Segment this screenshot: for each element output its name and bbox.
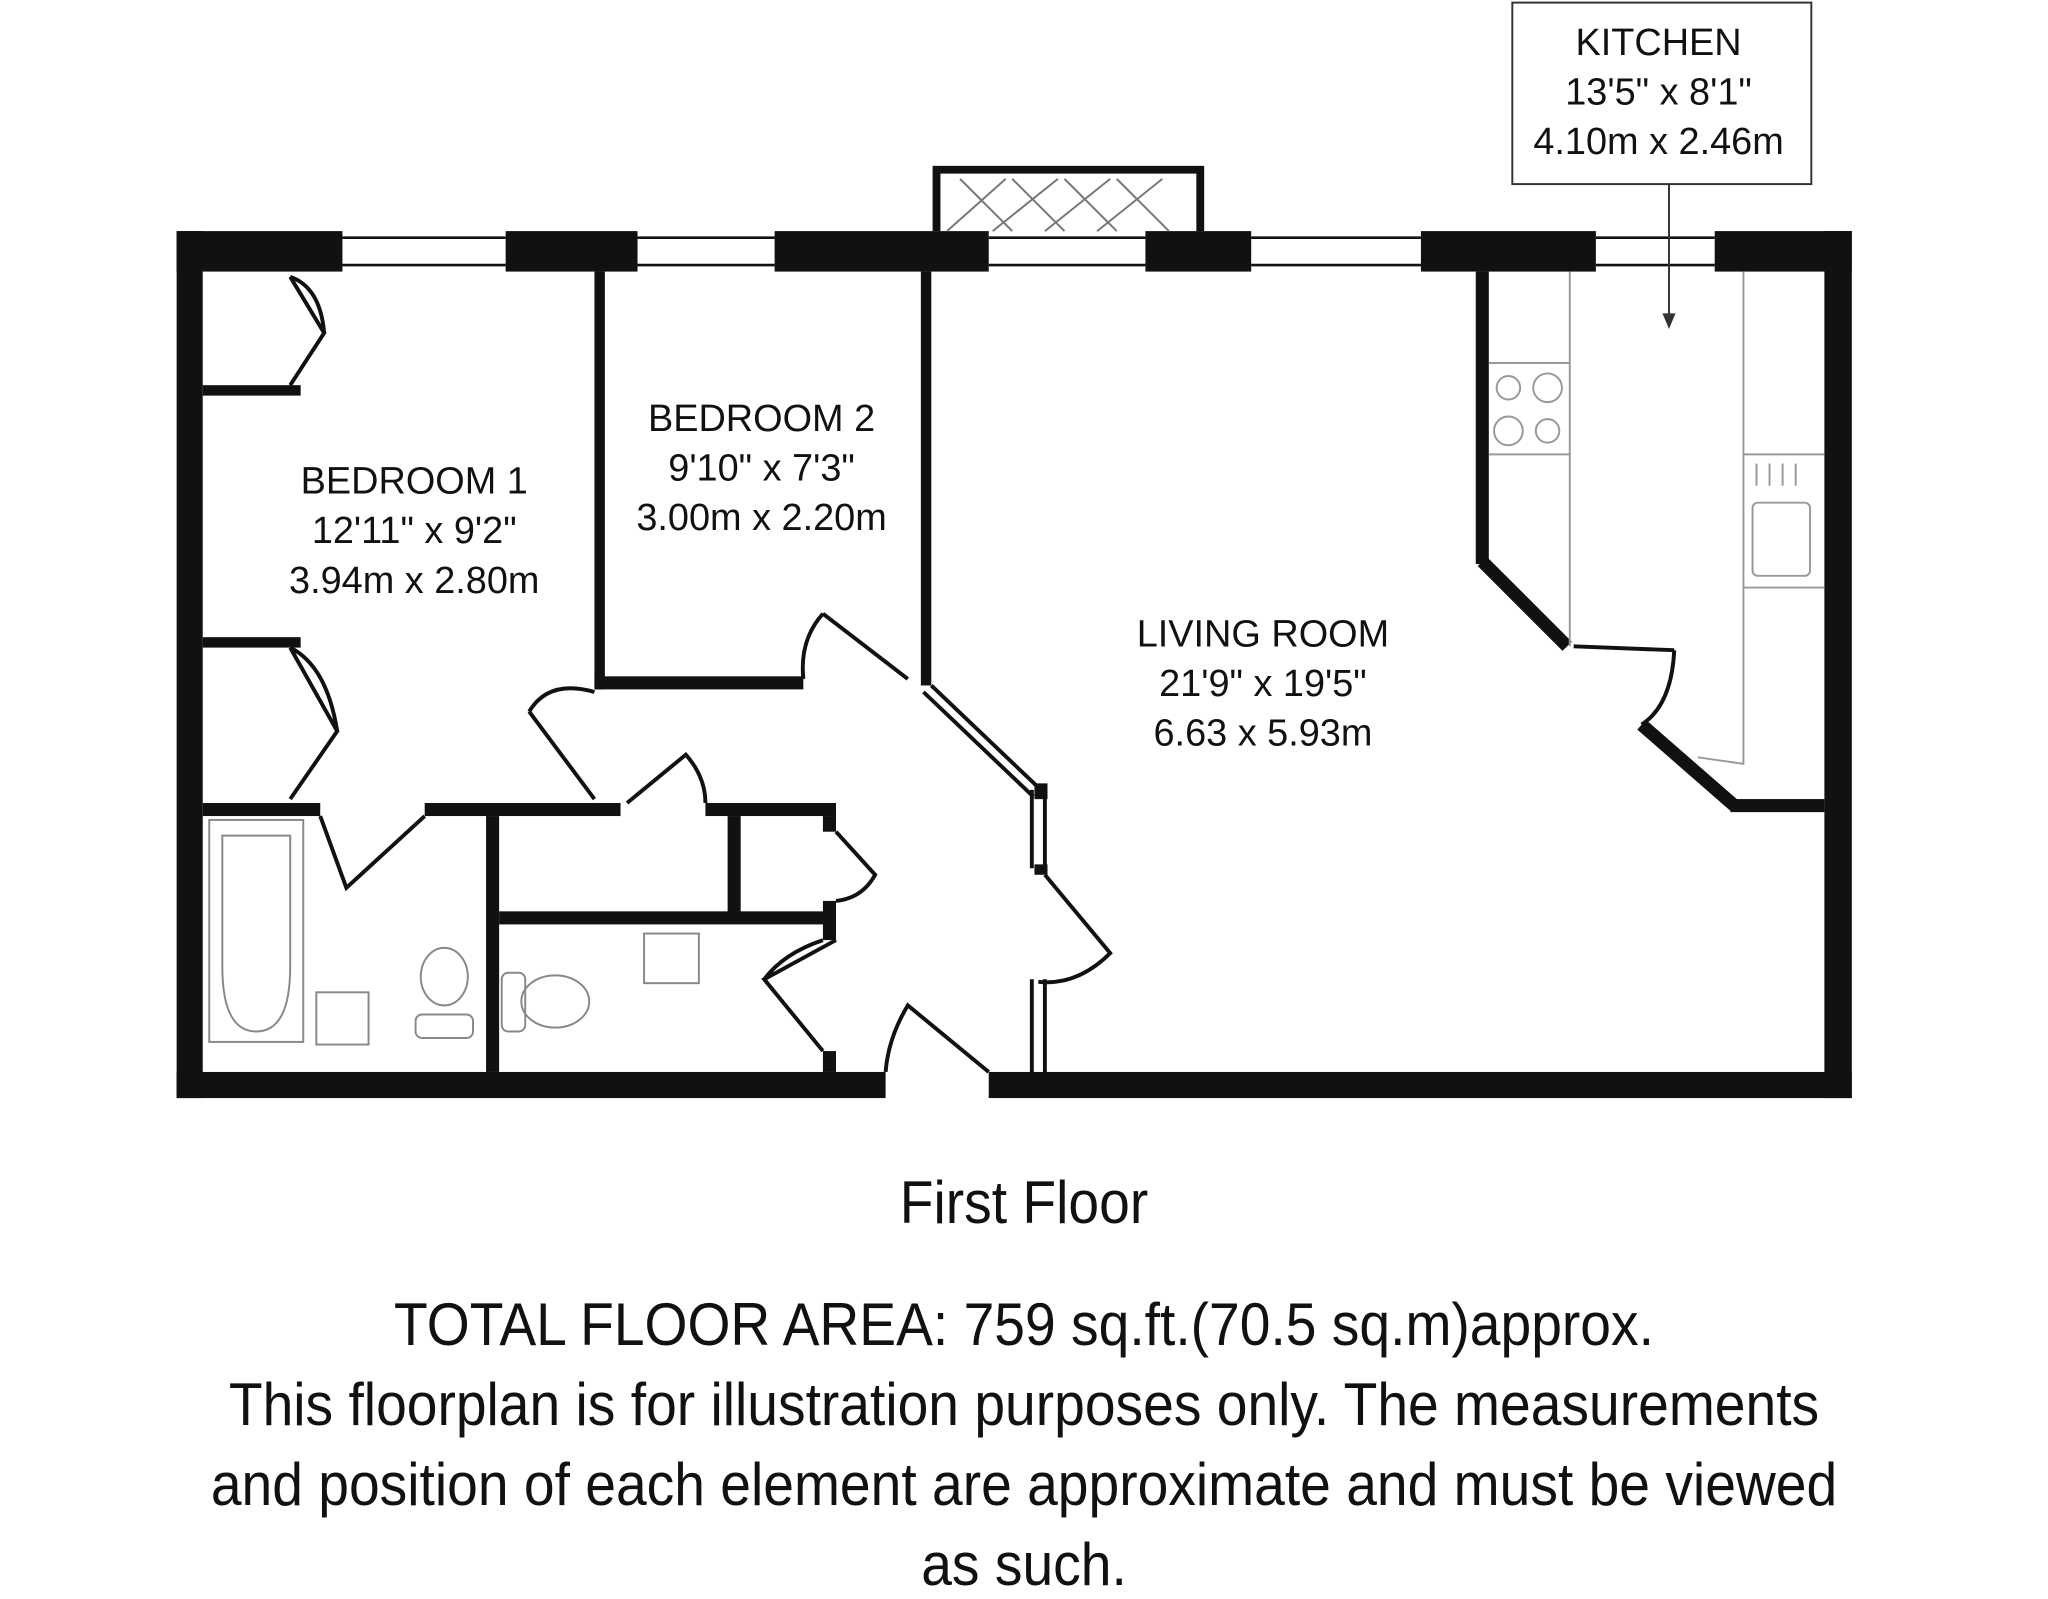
windows: [342, 236, 1715, 267]
bedroom1-metric: 3.94m x 2.80m: [289, 560, 539, 602]
kitchen-metric: 4.10m x 2.46m: [1533, 121, 1783, 163]
kitchen-units: [1488, 271, 1825, 765]
disclaimer-line: This floorplan is for illustration purpo…: [228, 1371, 1820, 1438]
living-name: LIVING ROOM: [1137, 613, 1389, 655]
bathroom-fixtures: [208, 818, 700, 1046]
kitchen-imperial: 13'5" x 8'1": [1565, 71, 1752, 113]
living-imperial: 21'9" x 19'5": [1159, 663, 1367, 705]
disclaimer-line: and position of each element are approxi…: [210, 1451, 1838, 1518]
kitchen-callout: KITCHEN 13'5" x 8'1" 4.10m x 2.46m: [1511, 1, 1813, 330]
bedroom1-imperial: 12'11" x 9'2": [312, 510, 517, 552]
bedroom2-metric: 3.00m x 2.20m: [636, 497, 886, 539]
living-metric: 6.63 x 5.93m: [1154, 713, 1373, 755]
angled-walls: [922, 556, 1739, 1072]
interior-walls: [202, 271, 1825, 1072]
doors: [288, 274, 1677, 1074]
balcony: [932, 165, 1205, 232]
bedroom2-name: BEDROOM 2: [648, 398, 875, 440]
total-floor-area: TOTAL FLOOR AREA: 759 sq.ft.(70.5 sq.m)a…: [394, 1291, 1654, 1358]
bedroom2-imperial: 9'10" x 7'3": [668, 447, 855, 489]
room-labels: BEDROOM 1 12'11" x 9'2" 3.94m x 2.80m BE…: [289, 398, 1389, 755]
bedroom1-name: BEDROOM 1: [301, 461, 528, 503]
outer-walls: [176, 231, 1852, 1099]
disclaimer-line: as such.: [921, 1531, 1127, 1598]
kitchen-name: KITCHEN: [1575, 22, 1741, 64]
floor-label: First Floor: [899, 1169, 1149, 1236]
